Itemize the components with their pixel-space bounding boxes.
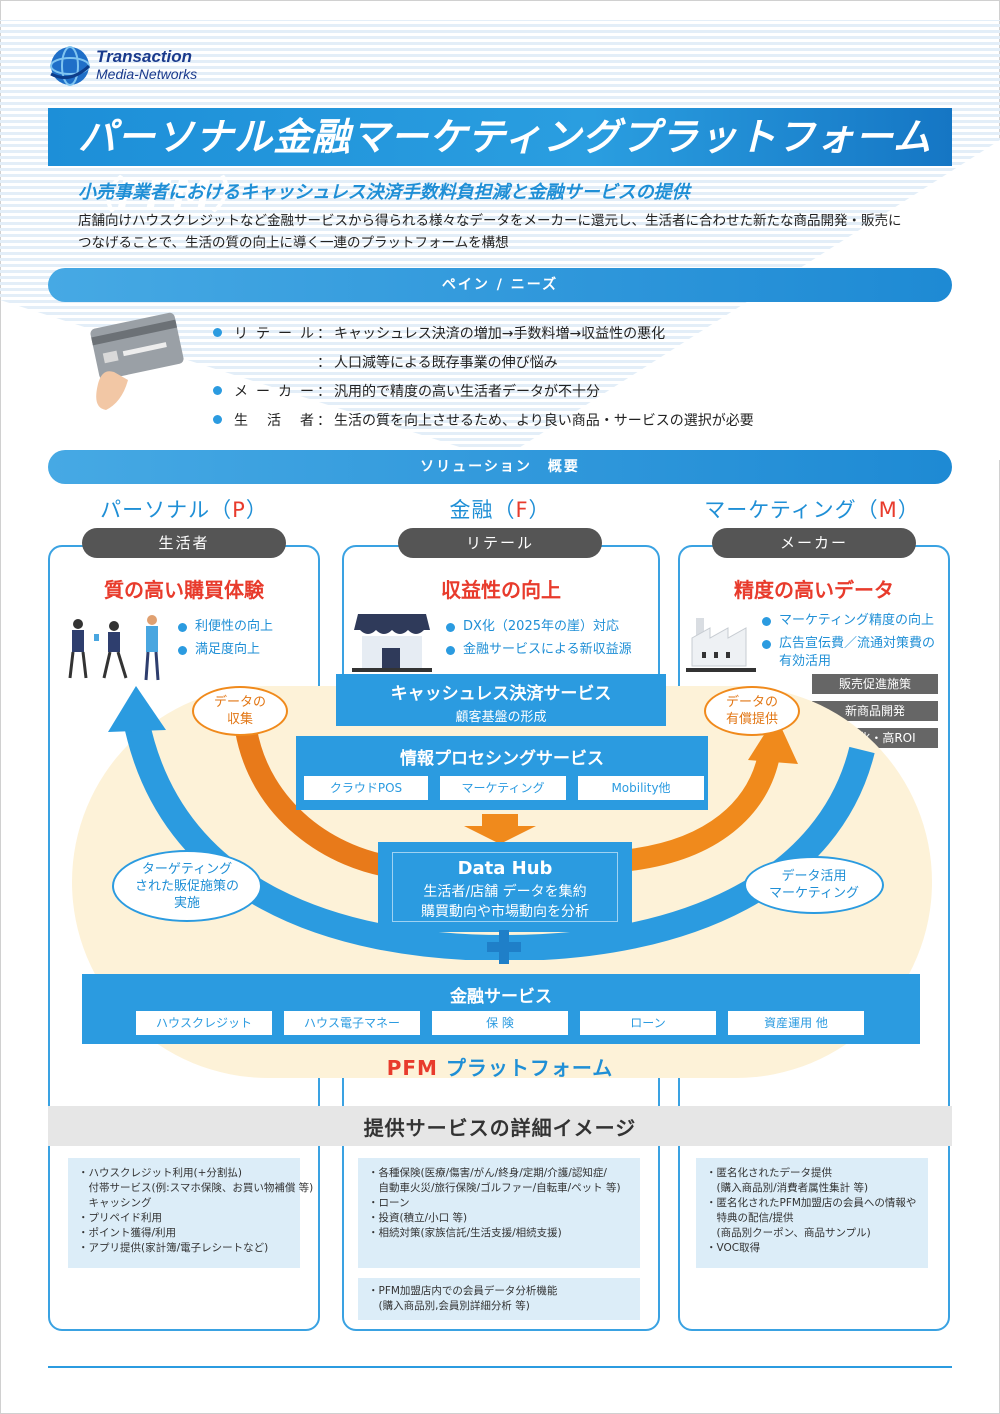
maker-tag: 新商品開発 xyxy=(812,701,938,721)
globe-logo-icon xyxy=(50,46,91,86)
panel-title-retail: 収益性の向上 xyxy=(441,578,561,602)
bullet-item: マーケティング精度の向上 xyxy=(762,612,935,630)
finance-chip: ハウスクレジット xyxy=(136,1011,272,1035)
pain-row: リテール ： キャッシュレス決済の増加→手数料増→収益性の悪化 xyxy=(213,318,754,347)
separator: ： xyxy=(317,383,331,400)
credit-card-hand-icon xyxy=(90,312,184,410)
flow-arrows xyxy=(108,686,875,960)
retail-bullets: DX化（2025年の崖）対応 金融サービスによる新収益源 xyxy=(446,618,632,664)
cashless-sub: 顧客基盤の形成 xyxy=(455,710,547,725)
bullet-item: 広告宣伝費／流通対策費の xyxy=(762,635,935,653)
pain-row: メーカー ： 汎用的で精度の高い生活者データが不十分 xyxy=(213,376,754,405)
service-chip: Mobility他 xyxy=(578,776,704,800)
data-hub-line: 購買動向や市場動向を分析 xyxy=(421,904,589,920)
details-retail-analysis: ・PFM加盟店内での会員データ分析機能 (購入商品別,会員別詳細分析 等) xyxy=(358,1278,640,1320)
finance-title: 金融サービス xyxy=(450,987,552,1007)
info-processing-title: 情報プロセシングサービス xyxy=(400,749,604,769)
bullet-item: DX化（2025年の崖）対応 xyxy=(446,618,632,636)
page-description: 店舗向けハウスクレジットなど金融サービスから得られる様々なデータをメーカーに還元… xyxy=(78,210,958,254)
pain-row: 生活者 ： 生活の質を向上させるため、より良い商品・サービスの選択が必要 xyxy=(213,405,754,434)
pain-role: リテール xyxy=(234,325,314,342)
maker-bullets: マーケティング精度の向上 広告宣伝費／流通対策費の 有効活用 xyxy=(762,612,935,676)
service-chip: クラウドPOS xyxy=(304,776,428,800)
company-logo: Transaction Media-Networks xyxy=(48,44,248,96)
page-subtitle: 小売事業者におけるキャッシュレス決済手数料負担減と金融サービスの提供 xyxy=(78,182,690,203)
panel-title-maker: 精度の高いデータ xyxy=(734,578,894,602)
separator: ： xyxy=(317,412,331,429)
solution-header: ソリューション 概要 xyxy=(48,450,952,484)
factory-icon xyxy=(686,618,756,672)
description-line: 店舗向けハウスクレジットなど金融サービスから得られる様々なデータをメーカーに還元… xyxy=(78,213,902,229)
shoppers-icon xyxy=(68,615,160,681)
cashless-title: キャッシュレス決済サービス xyxy=(390,684,612,704)
pfm-platform-label: PFM プラットフォーム xyxy=(386,1056,614,1080)
bubble-data-marketing: データ活用マーケティング xyxy=(744,856,884,914)
pain-row: ： 人口減等による既存事業の伸び悩み xyxy=(213,347,754,376)
finance-chip: ハウス電子マネー xyxy=(284,1011,420,1035)
column-head-marketing: マーケティング（M） xyxy=(704,498,920,522)
bullet-dot xyxy=(213,386,222,395)
finance-chip: ローン xyxy=(580,1011,716,1035)
data-hub-line: 生活者/店舗 データを集約 xyxy=(423,884,587,900)
footer-rule xyxy=(48,1366,952,1368)
store-icon xyxy=(352,614,432,672)
finance-chip: 資産運用 他 xyxy=(728,1011,864,1035)
logo-text-line1: Transaction xyxy=(96,47,193,66)
page-title: パーソナル金融マーケティングプラットフォーム（PFM） xyxy=(48,108,952,217)
finance-chip: 保 険 xyxy=(432,1011,568,1035)
consumer-bullets: 利便性の向上 満足度向上 xyxy=(178,618,273,664)
bullet-item-continued: 有効活用 xyxy=(779,654,832,669)
bullet-item: 利便性の向上 xyxy=(178,618,273,636)
data-hub-title: Data Hub xyxy=(457,858,553,879)
pain-text: 生活の質を向上させるため、より良い商品・サービスの選択が必要 xyxy=(334,412,754,429)
cashless-service-box: キャッシュレス決済サービス 顧客基盤の形成 xyxy=(336,674,666,726)
bullet-item: 金融サービスによる新収益源 xyxy=(446,641,632,659)
separator: ： xyxy=(317,354,331,371)
pain-role: メーカー xyxy=(234,383,314,400)
pain-needs-list: リテール ： キャッシュレス決済の増加→手数料増→収益性の悪化 ： 人口減等によ… xyxy=(213,318,754,434)
bullet-dot xyxy=(213,415,222,424)
bubble-data-paid: データの有償提供 xyxy=(704,686,800,736)
bubble-data-collect: データの収集 xyxy=(192,686,288,736)
data-hub-box: Data Hub 生活者/店舗 データを集約 購買動向や市場動向を分析 xyxy=(378,842,632,932)
bubble-targeting: ターゲティングされた販促施策の実施 xyxy=(112,850,262,922)
pain-text: 汎用的で精度の高い生活者データが不十分 xyxy=(334,383,600,400)
pain-role: 生活者 xyxy=(234,412,314,429)
column-head-personal: パーソナル（P） xyxy=(100,498,268,522)
panel-title-consumer: 質の高い購買体験 xyxy=(104,578,264,602)
pain-needs-header: ペイン / ニーズ xyxy=(48,268,952,302)
logo-text-line2: Media-Networks xyxy=(96,66,198,82)
column-head-finance: 金融（F） xyxy=(449,498,551,522)
bullet-dot xyxy=(213,328,222,337)
tag-retail: リテール xyxy=(398,528,602,558)
tag-consumer: 生活者 xyxy=(82,528,286,558)
bullet-item: 満足度向上 xyxy=(178,641,273,659)
maker-tag: 販売促進施策 xyxy=(812,674,938,694)
description-line: つなげることで、生活の質の向上に導く一連のプラットフォームを構想 xyxy=(78,235,509,251)
details-band xyxy=(48,1106,952,1146)
down-arrow-icon xyxy=(464,814,536,844)
details-retail: ・各種保険(医療/傷害/がん/終身/定期/介護/認知症/ 自動車火災/旅行保険/… xyxy=(358,1158,640,1268)
pain-text: 人口減等による既存事業の伸び悩み xyxy=(334,354,558,371)
separator: ： xyxy=(317,325,331,342)
plus-icon xyxy=(487,930,521,964)
details-maker: ・匿名化されたデータ提供 (購入商品別/消費者属性集計 等)・匿名化されたPFM… xyxy=(696,1158,928,1268)
details-title: 提供サービスの詳細イメージ xyxy=(363,1116,637,1140)
tag-maker: メーカー xyxy=(712,528,916,558)
service-chip: マーケティング xyxy=(440,776,566,800)
pain-text: キャッシュレス決済の増加→手数料増→収益性の悪化 xyxy=(334,325,666,342)
details-consumer: ・ハウスクレジット利用(+分割払) 付帯サービス(例:スマホ保険、お買い物補償 … xyxy=(68,1158,313,1268)
